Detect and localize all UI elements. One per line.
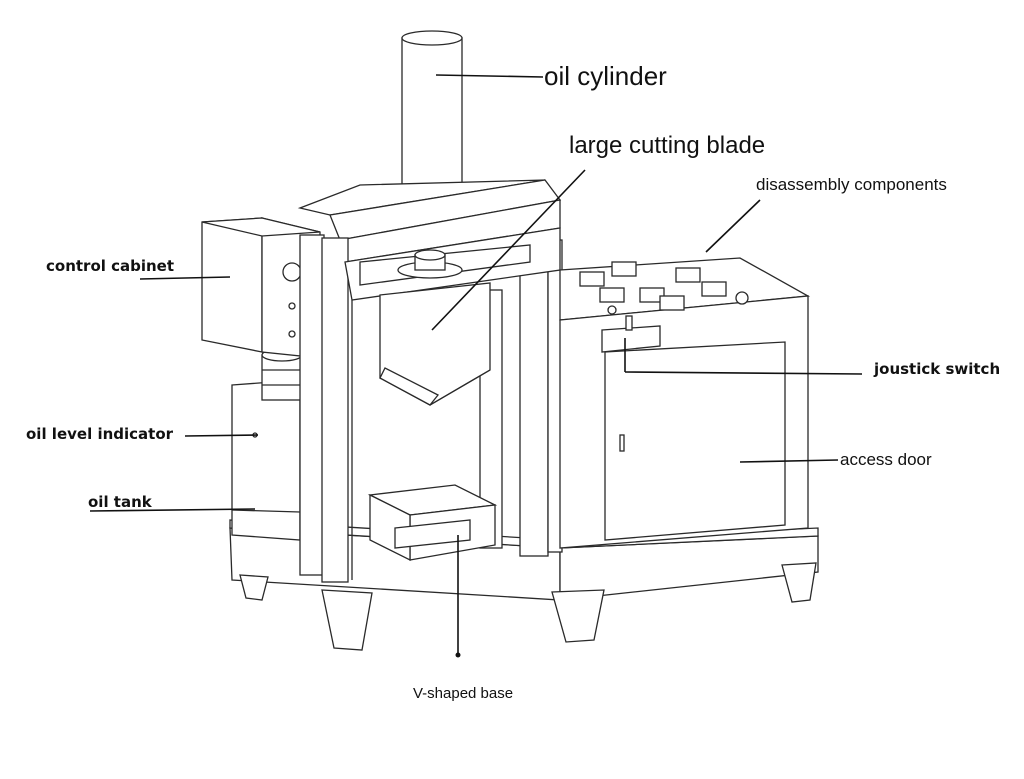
cutting-blade [379,282,491,406]
oil-tank [231,379,301,541]
motor [261,348,303,401]
ram [359,244,531,286]
label-control-cabinet: control cabinet [46,257,175,275]
label-oil-tank: oil tank [88,493,152,511]
oil-cylinder [401,30,463,199]
label-access-door: access door [840,450,932,469]
label-disassembly-components: disassembly components [756,175,947,194]
label-oil-level-indicator: oil level indicator [26,425,174,443]
right-housing [559,257,811,549]
disassembly-parts [579,261,749,315]
label-v-shaped-base: V-shaped base [413,685,514,702]
joystick-switch [601,315,661,353]
label-oil-cylinder: oil cylinder [544,61,667,91]
press-frame [299,227,563,583]
label-large-cutting-blade: large cutting blade [569,132,766,159]
leader-lines [89,74,863,658]
label-joustick-switch: joustick switch [874,360,1001,378]
upper-beam [297,179,562,263]
v-base [367,484,498,562]
